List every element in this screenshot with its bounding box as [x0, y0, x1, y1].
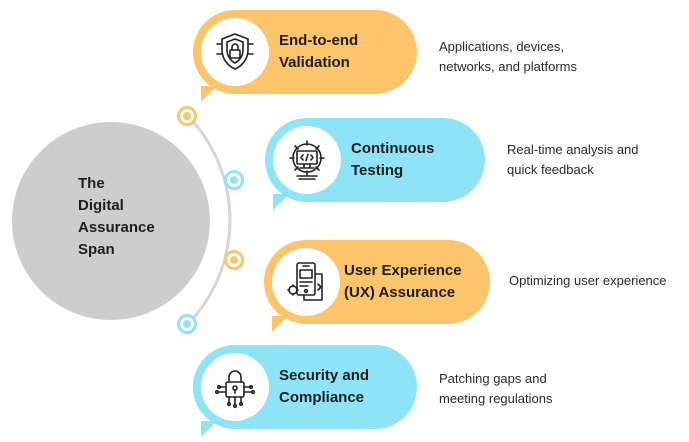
- hub-title-line: Assurance: [78, 219, 155, 236]
- connector-dot-1: [177, 106, 197, 126]
- item-description-line: Real-time analysis and: [507, 142, 639, 157]
- pill-ux-assurance: User Experience (UX) Assurance: [264, 240, 490, 332]
- hub-circle: [12, 122, 210, 320]
- pill-security-compliance: Security and Compliance: [193, 345, 417, 437]
- item-description: Real-time analysis and quick feedback: [507, 140, 639, 180]
- icon-disc: [201, 18, 269, 86]
- item-description-line: networks, and platforms: [439, 59, 578, 74]
- item-description-line: Patching gaps and: [439, 371, 547, 386]
- item-title-line: (UX) Assurance: [344, 284, 456, 301]
- pill-tail: [272, 316, 288, 332]
- item-description-line: Applications, devices,: [439, 39, 565, 54]
- padlock-circuit-icon: [214, 370, 256, 409]
- pill-continuous-testing: Continuous Testing: [265, 118, 485, 210]
- hub-title-line: The: [78, 175, 105, 192]
- item-description: Patching gaps and meeting regulations: [439, 369, 552, 409]
- item-title-line: Continuous: [351, 140, 435, 157]
- item-title-line: User Experience: [344, 262, 462, 279]
- mobile-ux-icon: [287, 262, 323, 301]
- hub-title-line: Span: [78, 241, 115, 258]
- item-title: Security and Compliance: [279, 365, 369, 409]
- connector-dot-4: [177, 314, 197, 334]
- item-title-line: Validation: [279, 54, 350, 71]
- code-monitor-gear-icon: [289, 140, 325, 180]
- item-description: Applications, devices, networks, and pla…: [439, 37, 577, 77]
- shield-lock-icon: [216, 33, 254, 70]
- item-title-line: Testing: [351, 162, 404, 179]
- item-description-line: Optimizing user experience: [509, 273, 667, 288]
- icon-disc: [273, 126, 341, 194]
- item-title-line: Compliance: [279, 389, 365, 406]
- item-title: End-to-end Validation: [279, 30, 358, 74]
- item-description: Optimizing user experience: [509, 271, 667, 291]
- item-title-line: End-to-end: [279, 32, 359, 49]
- pill-end-to-end-validation: End-to-end Validation: [193, 10, 417, 102]
- connector-dot-3: [224, 250, 244, 270]
- pill-tail: [273, 194, 289, 210]
- icon-disc: [201, 353, 269, 421]
- item-title-line: Security and: [279, 367, 370, 384]
- icon-disc: [272, 248, 340, 316]
- item-description-line: quick feedback: [507, 162, 594, 177]
- pill-tail: [201, 86, 217, 102]
- item-title: User Experience (UX) Assurance: [344, 260, 462, 304]
- connector-dot-2: [224, 170, 244, 190]
- item-description-line: meeting regulations: [439, 391, 553, 406]
- item-title: Continuous Testing: [351, 138, 434, 182]
- hub-title: The Digital Assurance Span: [78, 173, 188, 261]
- hub-title-line: Digital: [78, 197, 124, 214]
- pill-tail: [201, 421, 217, 437]
